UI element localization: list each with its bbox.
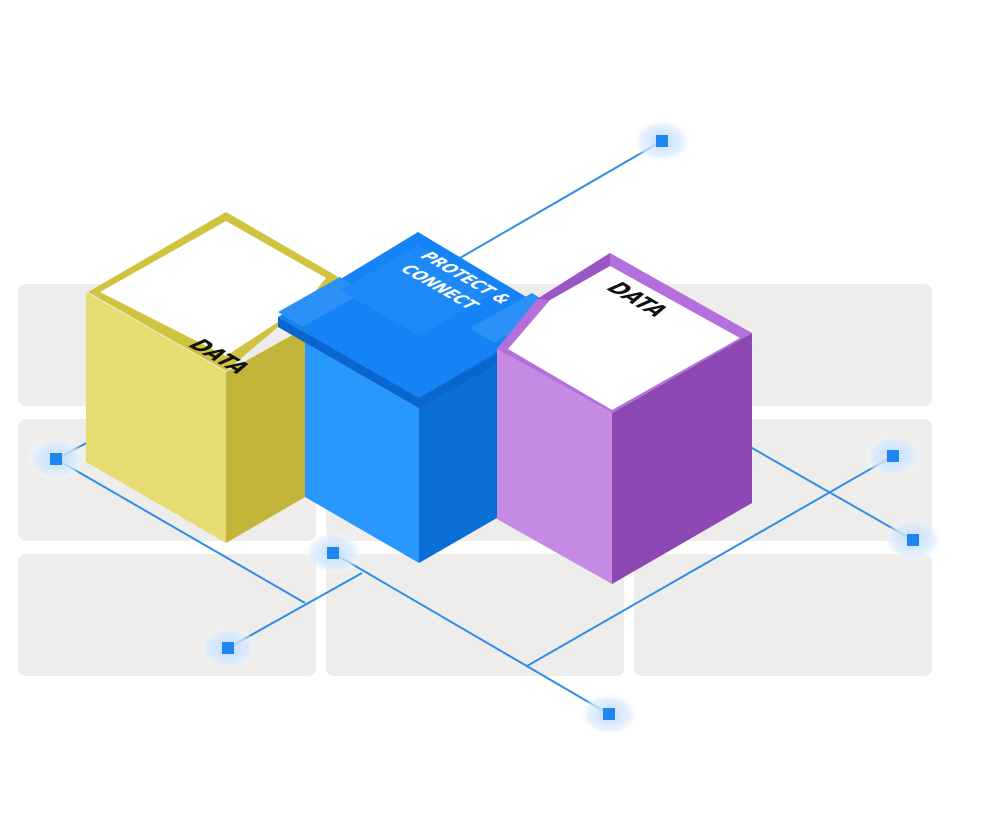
connection-line — [332, 552, 610, 715]
cube-front-face — [86, 292, 226, 543]
connection-node-icon — [579, 692, 639, 736]
connection-node-icon — [632, 119, 692, 163]
purple-data-cube: DATA — [497, 253, 752, 584]
connection-node-icon — [883, 518, 943, 562]
connection-node-icon — [26, 437, 86, 481]
connection-line — [526, 455, 894, 667]
connection-line — [55, 458, 306, 604]
blue-protect-connect-cube: PROTECT & CONNECT — [278, 232, 558, 563]
cube-side-face — [226, 328, 305, 543]
connection-node-icon — [303, 531, 363, 575]
connection-node-icon — [863, 434, 923, 478]
cube-top-inner-shade — [537, 253, 610, 300]
cube-top-panel — [100, 221, 326, 356]
yellow-data-cube: DATA — [86, 212, 340, 543]
grid-tile — [326, 554, 624, 676]
grid-tile — [18, 554, 316, 676]
grid-tile — [634, 554, 932, 676]
cube-lid-highlight — [340, 245, 497, 336]
cube-top-panel — [508, 266, 740, 410]
cube-side-face — [612, 333, 752, 584]
connection-line — [744, 443, 914, 541]
cube-side-face — [419, 349, 497, 563]
cube-front-face — [497, 349, 612, 584]
connection-node-icon — [198, 626, 258, 670]
connection-nodes — [26, 119, 943, 736]
connection-line — [459, 140, 663, 259]
